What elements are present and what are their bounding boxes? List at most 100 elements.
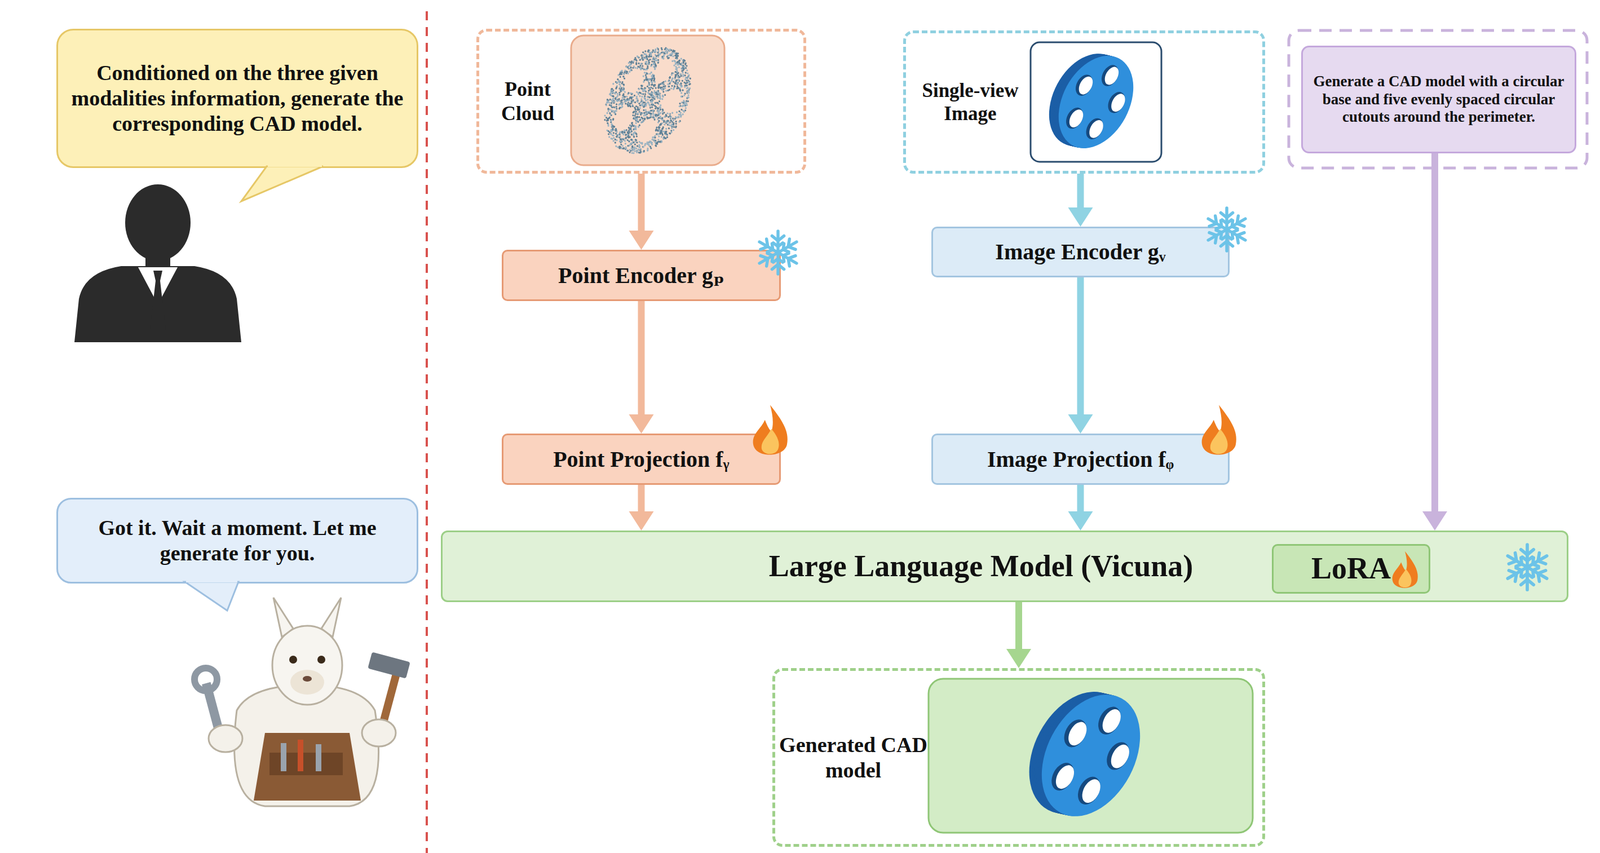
icon-part — [633, 110, 636, 113]
llama-part — [272, 625, 343, 705]
icon-part — [674, 74, 677, 78]
icon-part — [640, 103, 643, 106]
icon-part — [612, 117, 615, 121]
icon-part — [627, 91, 630, 95]
icon-part — [608, 135, 611, 139]
icon-part — [646, 64, 649, 68]
icon-part — [612, 125, 615, 128]
icon-part — [653, 101, 657, 104]
icon-part — [619, 140, 622, 143]
icon-part — [639, 113, 643, 116]
flow-arrow — [629, 173, 654, 250]
icon-part — [1504, 544, 1550, 590]
icon-part — [641, 141, 644, 144]
icon-part — [667, 80, 670, 83]
icon-part — [665, 50, 669, 53]
icon-part — [687, 80, 691, 83]
text-prompt-box-label: Generate a CAD model with a circular bas… — [1313, 72, 1565, 127]
icon-part — [641, 95, 644, 98]
icon-part — [683, 74, 687, 77]
icon-part — [619, 130, 622, 134]
icon-part — [628, 70, 631, 73]
icon-part — [631, 113, 635, 117]
icon-part — [641, 58, 644, 61]
icon-part — [639, 62, 643, 65]
icon-part — [637, 93, 640, 96]
icon-part — [669, 118, 673, 122]
icon-part — [634, 58, 638, 61]
icon-part — [616, 133, 620, 136]
icon-part — [620, 138, 623, 141]
icon-part — [682, 104, 685, 107]
icon-part — [1222, 219, 1232, 224]
icon-part — [640, 85, 643, 88]
icon-part — [675, 82, 679, 86]
icon-part — [635, 149, 639, 153]
icon-part — [654, 86, 657, 90]
icon-part — [650, 80, 653, 83]
icon-part — [1201, 404, 1237, 455]
llama-part — [253, 732, 361, 801]
icon-part — [614, 132, 617, 135]
arrow-head — [629, 414, 654, 434]
icon-part — [607, 109, 610, 113]
icon-part — [668, 82, 671, 85]
icon-part — [1086, 117, 1107, 141]
icon-part — [636, 100, 639, 103]
projection-box-label: Image Projection fᵩ — [987, 445, 1174, 473]
icon-part — [623, 131, 626, 134]
icon-part — [633, 114, 636, 117]
icon-part — [660, 86, 664, 89]
icon-part — [613, 141, 617, 144]
icon-part — [650, 71, 653, 74]
icon-part — [657, 112, 661, 115]
icon-part — [655, 113, 658, 116]
icon-part — [615, 139, 618, 142]
icon-part — [615, 107, 618, 110]
llm-band-label: Large Language Model (Vicuna) — [768, 548, 1193, 585]
icon-part — [610, 137, 613, 140]
icon-part — [670, 52, 674, 56]
icon-part — [658, 92, 661, 95]
icon-part — [648, 106, 652, 109]
icon-part — [653, 107, 657, 110]
icon-part — [653, 67, 657, 70]
icon-part — [673, 51, 676, 55]
icon-part — [649, 109, 652, 113]
icon-part — [638, 143, 641, 147]
icon-part — [626, 103, 629, 106]
icon-part — [624, 95, 627, 99]
icon-part — [620, 103, 623, 106]
icon-part — [668, 48, 671, 51]
icon-part — [663, 115, 666, 118]
icon-part — [656, 129, 660, 132]
icon-part — [1076, 74, 1096, 97]
icon-part — [665, 130, 668, 133]
icon-part — [630, 61, 633, 64]
icon-part — [672, 128, 675, 131]
icon-part — [1392, 551, 1418, 589]
icon-part — [665, 121, 669, 124]
icon-part — [606, 111, 609, 114]
icon-part — [605, 119, 608, 122]
icon-part — [626, 103, 629, 106]
output-frame: Generated CAD model — [772, 668, 1266, 847]
icon-part — [663, 131, 666, 135]
icon-part — [687, 91, 691, 94]
icon-part — [683, 65, 686, 68]
icon-part — [652, 85, 656, 88]
icon-part — [661, 81, 664, 85]
icon-part — [607, 107, 610, 110]
icon-part — [647, 77, 651, 81]
icon-part — [665, 133, 669, 136]
icon-part — [613, 111, 616, 114]
icon-part — [645, 68, 648, 71]
icon-part — [657, 119, 661, 122]
icon-part — [681, 79, 684, 82]
icon-part — [612, 134, 615, 137]
icon-part — [625, 70, 629, 73]
icon-part — [633, 94, 636, 97]
icon-part — [1098, 706, 1125, 737]
icon-part — [637, 125, 640, 128]
icon-part — [656, 51, 660, 54]
